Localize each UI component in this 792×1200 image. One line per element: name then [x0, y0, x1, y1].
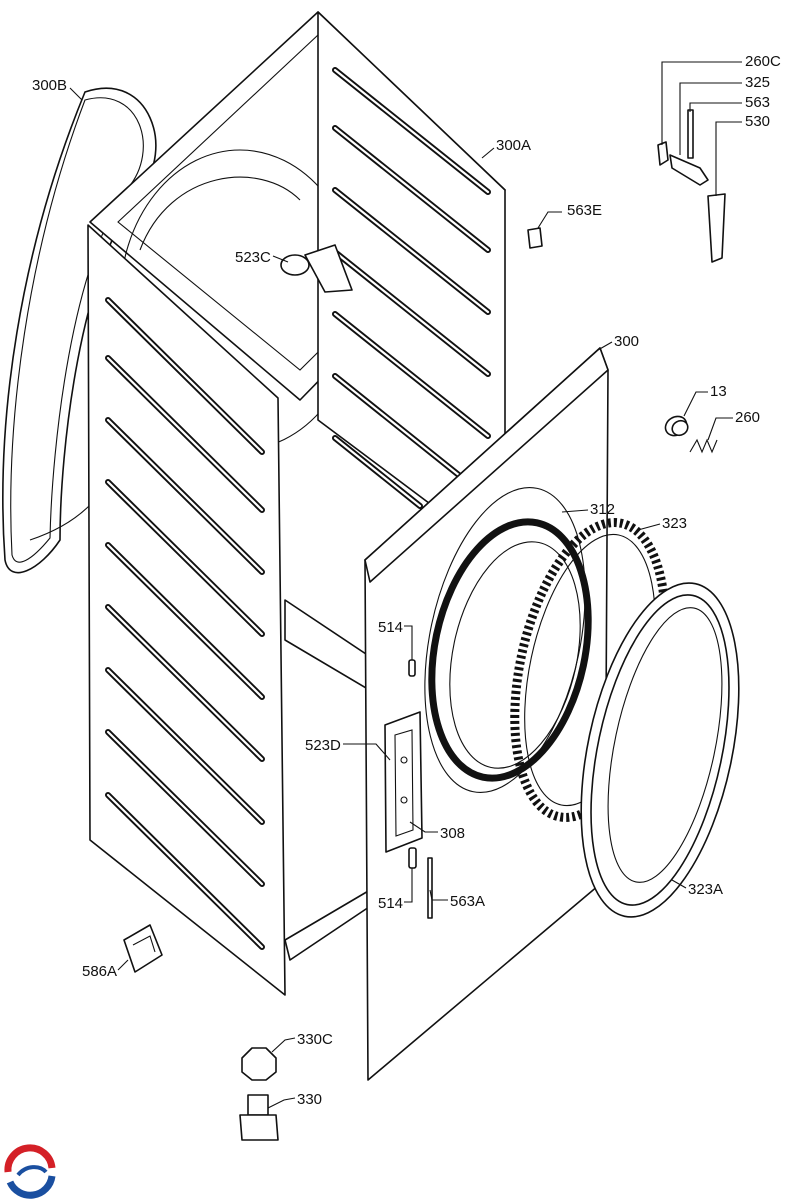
foot-part-330 — [239, 1094, 279, 1141]
latch-clip-part-260c — [657, 141, 669, 166]
label-308: 308 — [440, 825, 465, 842]
label-586a: 586A — [82, 963, 117, 980]
front-panel-part-300 — [364, 347, 609, 1081]
label-523c: 523C — [235, 249, 271, 266]
label-563e: 563E — [567, 202, 602, 219]
part-labels: 300B 300A 523C 563E 260C 325 563 530 300… — [32, 53, 781, 1108]
label-330c: 330C — [297, 1031, 333, 1048]
leader-lines — [69, 61, 742, 1109]
label-260: 260 — [735, 409, 760, 426]
logo-swoosh — [16, 1165, 48, 1177]
pin-part-563a — [427, 857, 433, 919]
label-300a: 300A — [496, 137, 531, 154]
label-330: 330 — [297, 1091, 322, 1108]
hinge-part-523d — [384, 711, 423, 853]
brand-logo — [4, 1144, 56, 1199]
label-312: 312 — [590, 501, 615, 518]
latch-pin-part-563 — [687, 109, 694, 159]
label-563a: 563A — [450, 893, 485, 910]
label-325: 325 — [745, 74, 770, 91]
label-523d: 523D — [305, 737, 341, 754]
label-323: 323 — [662, 515, 687, 532]
spring-part-260 — [689, 438, 718, 454]
latch-handle-part-530 — [707, 193, 726, 263]
hose-clamp-part-523c — [280, 244, 353, 293]
label-300: 300 — [614, 333, 639, 350]
label-323a: 323A — [688, 881, 723, 898]
knob-part-13 — [664, 415, 689, 437]
label-530: 530 — [745, 113, 770, 130]
label-260c: 260C — [745, 53, 781, 70]
right-panel-ribs — [332, 67, 491, 509]
logo-arc-red — [4, 1144, 56, 1173]
outer-door-ring-part-323a — [580, 582, 740, 918]
label-13: 13 — [710, 383, 727, 400]
logo-arc-blue — [6, 1175, 56, 1199]
latch-lever-part-325 — [669, 154, 709, 186]
screw-part-514-upper — [408, 659, 416, 677]
label-563: 563 — [745, 94, 770, 111]
bracket-part-586a — [123, 924, 163, 973]
left-panel-ribs — [105, 297, 265, 950]
foot-nut-part-330c — [241, 1047, 277, 1081]
screw-part-514-lower — [408, 847, 417, 869]
inner-door-ring-part-312 — [428, 518, 592, 782]
label-514-lower: 514 — [378, 895, 403, 912]
bracket-part-563e — [527, 227, 543, 249]
label-300b: 300B — [32, 77, 67, 94]
label-514-upper: 514 — [378, 619, 403, 636]
